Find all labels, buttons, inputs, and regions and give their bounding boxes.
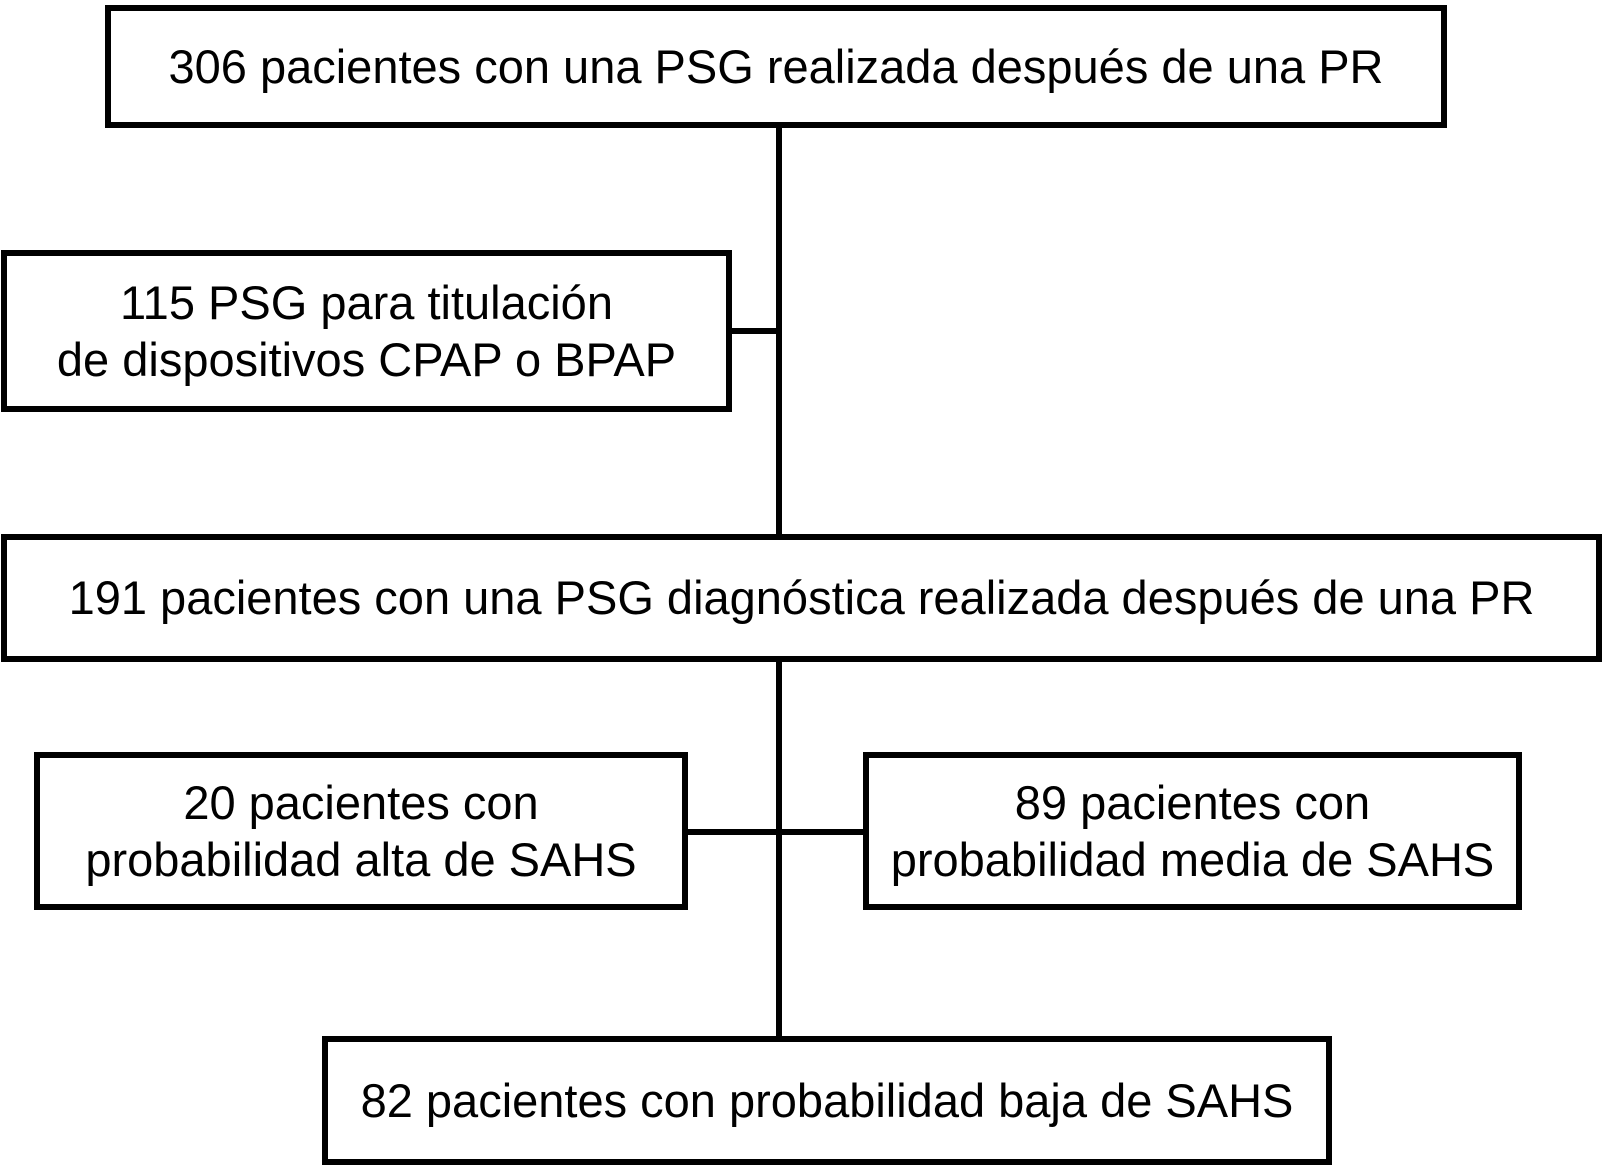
connector-vertical-diagnostica-to-baja bbox=[776, 658, 782, 1040]
flow-node-probabilidad-baja: 82 pacientes con probabilidad baja de SA… bbox=[322, 1036, 1332, 1165]
flow-node-probabilidad-alta: 20 pacientes con probabilidad alta de SA… bbox=[34, 752, 688, 910]
flow-node-titulacion-cpap-bpap: 115 PSG para titulación de dispositivos … bbox=[1, 250, 732, 412]
flow-node-psg-total: 306 pacientes con una PSG realizada desp… bbox=[105, 5, 1447, 128]
flow-node-psg-diagnostica: 191 pacientes con una PSG diagnóstica re… bbox=[1, 534, 1602, 662]
connector-horizontal-titulacion-branch bbox=[728, 328, 780, 334]
flow-node-probabilidad-media: 89 pacientes con probabilidad media de S… bbox=[863, 752, 1522, 910]
connector-horizontal-alta-media-branch bbox=[684, 829, 867, 835]
